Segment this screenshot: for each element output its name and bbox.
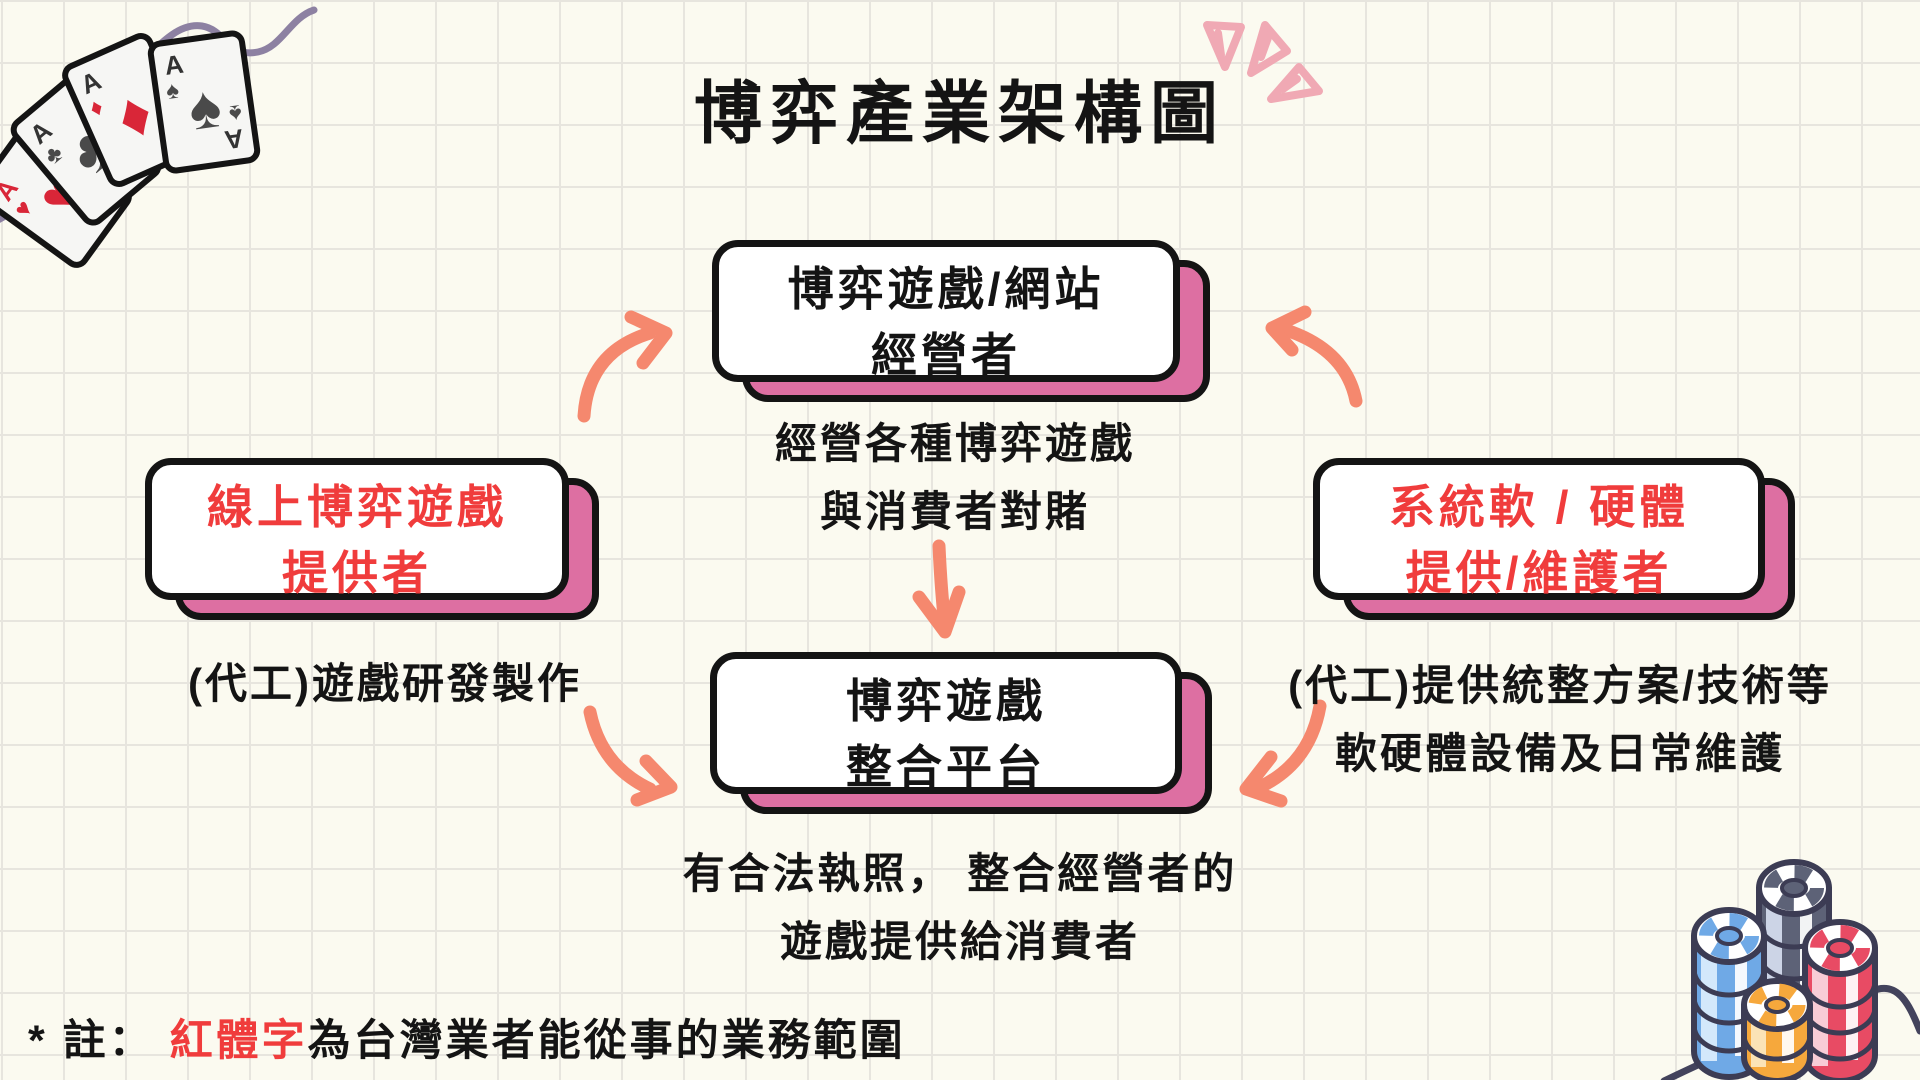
footnote-marker: * 註：	[28, 1017, 170, 1065]
chip-stack-orange	[1741, 978, 1813, 1080]
node-system-line1: 系統軟 / 硬體	[1388, 481, 1690, 533]
node-platform-line2: 整合平台	[846, 741, 1046, 793]
dark-squiggle-line	[1660, 984, 1920, 1080]
arrow-operator-to-platform	[912, 539, 966, 639]
node-provider: 線上博弈遊戲 提供者	[145, 458, 569, 600]
footnote: * 註： 紅體字為台灣業者能從事的業務範圍	[28, 1006, 906, 1068]
arrow-system-to-operator	[1265, 305, 1363, 408]
svg-text:♥: ♥	[23, 160, 98, 228]
system-description: (代工)提供統整方案/技術等 軟硬體設備及日常維護	[1255, 652, 1865, 788]
arrow-provider-to-operator	[577, 310, 673, 423]
chip-stack-blue	[1691, 907, 1767, 1080]
svg-text:♥: ♥	[9, 195, 39, 222]
node-system-line2: 提供/維護者	[1405, 547, 1673, 599]
operator-description: 經營各種博弈遊戲 與消費者對賭	[650, 410, 1260, 546]
node-platform-line1: 博弈遊戲	[846, 675, 1046, 727]
operator-desc-line1: 經營各種博弈遊戲	[774, 420, 1135, 467]
provider-description: (代工)遊戲研發製作	[140, 650, 630, 718]
node-operator-line1: 博弈遊戲/網站	[787, 263, 1105, 315]
operator-desc-line2: 與消費者對賭	[819, 488, 1090, 535]
chip-stack-red	[1802, 919, 1878, 1080]
svg-text:A: A	[0, 173, 24, 206]
footnote-rest: 為台灣業者能從事的業務範圍	[307, 1017, 906, 1065]
provider-desc-line1: (代工)遊戲研發製作	[188, 660, 582, 707]
system-desc-line2: 軟硬體設備及日常維護	[1334, 730, 1785, 777]
node-platform: 博弈遊戲 整合平台	[710, 652, 1182, 794]
poker-chips-icon	[1660, 859, 1920, 1080]
platform-description: 有合法執照， 整合經營者的 遊戲提供給消費者	[655, 840, 1265, 976]
arrow-provider-to-platform	[583, 705, 678, 807]
platform-desc-line1: 有合法執照， 整合經營者的	[682, 850, 1238, 897]
system-desc-line1: (代工)提供統整方案/技術等	[1288, 662, 1832, 709]
node-provider-line1: 線上博弈遊戲	[207, 481, 507, 533]
node-provider-line2: 提供者	[282, 547, 432, 599]
node-operator-line2: 經營者	[871, 329, 1021, 381]
node-operator: 博弈遊戲/網站 經營者	[712, 240, 1180, 382]
footnote-highlight: 紅體字	[169, 1017, 308, 1065]
platform-desc-line2: 遊戲提供給消費者	[779, 918, 1140, 965]
chip-stack-gray	[1756, 859, 1832, 1047]
page-title: 博弈產業架構圖	[693, 76, 1226, 152]
node-system: 系統軟 / 硬體 提供/維護者	[1313, 458, 1765, 600]
